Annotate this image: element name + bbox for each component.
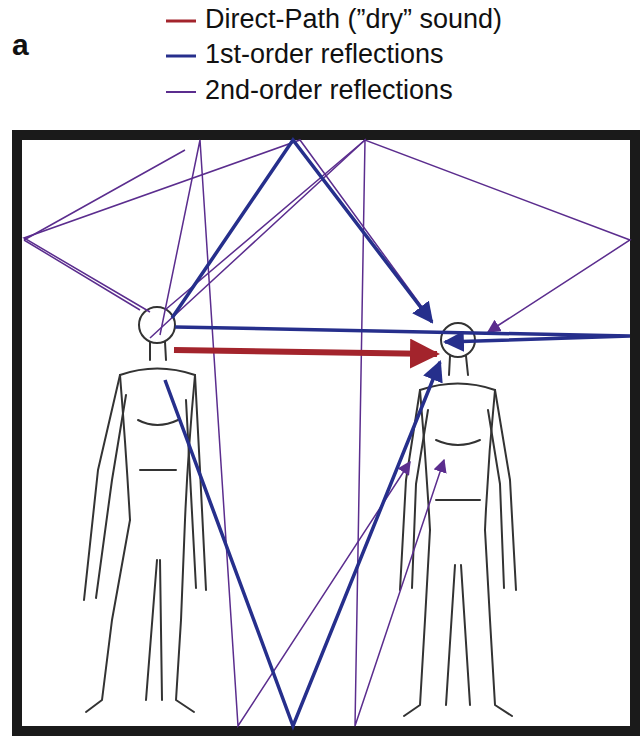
legend-line-sample	[166, 20, 196, 23]
legend-line-sample	[166, 91, 196, 93]
first-order-ray	[165, 140, 630, 726]
listener-figure	[400, 323, 516, 716]
panel-letter: a	[12, 30, 29, 60]
room-wall	[17, 135, 635, 731]
legend-text: 1st-order reflections	[205, 41, 444, 68]
legend-line-sample	[166, 55, 196, 58]
legend-text: 2nd-order reflections	[205, 77, 453, 104]
direct-path-ray	[174, 350, 437, 354]
speaker-figure	[84, 307, 206, 712]
legend-text: Direct-Path (”dry” sound)	[205, 6, 502, 33]
second-order-ray	[24, 140, 630, 726]
legend-samples	[166, 21, 196, 92]
